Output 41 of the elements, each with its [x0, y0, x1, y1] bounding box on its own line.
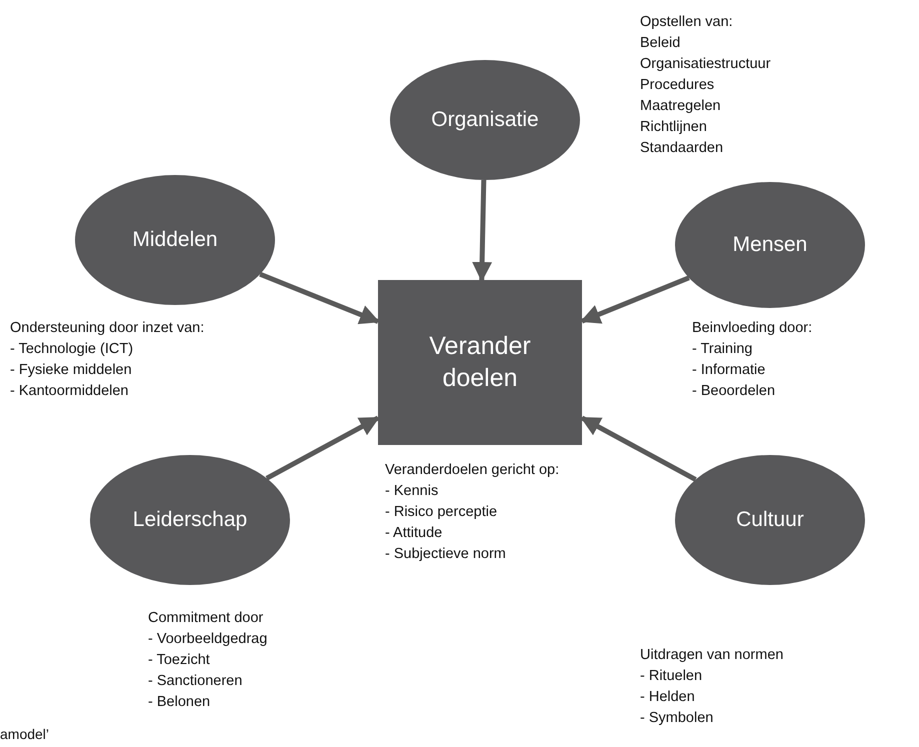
list-text: - Subjectieve norm — [385, 545, 506, 564]
arrow — [580, 276, 690, 324]
arrow — [266, 416, 380, 481]
list-text: - Belonen — [148, 693, 210, 712]
list-text: - Informatie — [692, 361, 766, 380]
list-text: Uitdragen van normen — [640, 646, 784, 665]
list-text: Procedures — [640, 76, 714, 95]
list-text: Commitment door — [148, 609, 264, 628]
caption-fragment: amodel’ — [0, 725, 50, 744]
list-text: Veranderdoelen gericht op: — [385, 461, 560, 480]
list-text: - Risico perceptie — [385, 503, 498, 522]
list-text: Beinvloeding door: — [692, 319, 812, 338]
list-text: Richtlijnen — [640, 118, 707, 137]
list-text: Standaarden — [640, 139, 724, 158]
list-text: - Rituelen — [640, 667, 702, 686]
list-text: Beleid — [640, 34, 680, 53]
ellipse-node: Leiderschap — [90, 455, 290, 585]
list-text: - Beoordelen — [692, 382, 776, 401]
list-text: Ondersteuning door inzet van: — [10, 319, 204, 338]
arrow — [259, 272, 380, 324]
ellipse-node: Mensen — [675, 182, 865, 308]
list-text: - Sanctioneren — [148, 672, 242, 691]
list-text: - Kantoormiddelen — [10, 382, 128, 401]
list-text: - Training — [692, 340, 752, 359]
ellipse-node: Cultuur — [675, 455, 865, 585]
center-box: Verander doelen — [378, 280, 582, 445]
arrow — [472, 180, 492, 282]
list-text: Organisatiestructuur — [640, 55, 771, 74]
list-text: - Attitude — [385, 524, 442, 543]
list-text: - Fysieke middelen — [10, 361, 132, 380]
list-text: - Kennis — [385, 482, 438, 501]
list-text: Opstellen van: — [640, 13, 733, 32]
list-text: - Toezicht — [148, 651, 210, 670]
list-text: - Technologie (ICT) — [10, 340, 134, 359]
arrow — [580, 416, 697, 482]
list-text: - Voorbeeldgedrag — [148, 630, 268, 649]
list-text: - Helden — [640, 688, 695, 707]
list-text: - Symbolen — [640, 709, 714, 728]
ellipse-node: Middelen — [75, 175, 275, 305]
list-text: Maatregelen — [640, 97, 721, 116]
ellipse-node: Organisatie — [390, 60, 580, 180]
